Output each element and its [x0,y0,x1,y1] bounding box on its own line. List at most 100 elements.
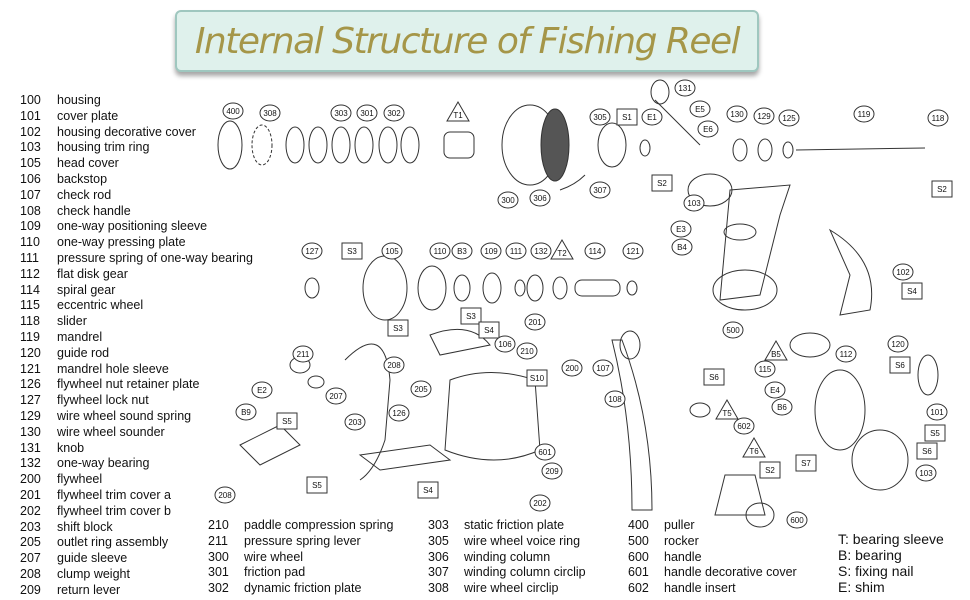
callout-105: 105 [381,242,403,260]
part-number: 207 [20,551,41,566]
callout-301: 301 [356,104,378,122]
callout-label: S2 [937,185,947,194]
part-number: 306 [428,549,449,564]
part-500-drawing [611,339,653,511]
callout-s5: S5 [924,424,946,442]
callout-b3: B3 [451,242,473,260]
callout-label: 115 [759,365,772,374]
callout-303: 303 [330,104,352,122]
callout-label: 302 [387,109,401,118]
callout-label: 119 [858,110,871,119]
callout-308: 308 [259,104,281,122]
callout-b9: B9 [235,403,257,421]
part-131-drawing [650,79,670,105]
part-number: 101 [20,108,41,123]
part-307-drawing [559,174,586,191]
callout-label: 205 [414,385,428,394]
part-number: 132 [20,456,41,471]
part-name: spiral gear [57,282,116,297]
callout-110: 110 [429,242,451,260]
callout-307: 307 [589,181,611,199]
callout-label: 120 [891,340,905,349]
part-number: 106 [20,171,41,186]
callout-label: S10 [530,374,545,383]
part-number: 112 [20,266,40,281]
part-number: 129 [20,408,41,423]
callout-label: E6 [703,125,713,134]
part-name: flywheel trim cover b [57,503,171,518]
part-name: pressure spring lever [244,533,361,548]
callout-121: 121 [622,242,644,260]
part-number: 131 [20,440,41,455]
callout-label: 108 [608,395,622,404]
part-name: knob [57,440,85,455]
callout-112: 112 [835,345,857,363]
callout-label: 106 [498,340,512,349]
callout-t5: T5 [715,399,739,420]
callout-label: 105 [385,247,399,256]
callout-label: 209 [545,467,559,476]
callout-label: 305 [593,113,607,122]
callout-label: 200 [565,364,579,373]
part-name: wire wheel circlip [464,581,559,596]
part-number: 208 [20,566,41,581]
part-number: 602 [628,581,649,596]
part-name: housing decorative cover [57,124,196,139]
callout-label: B4 [677,243,687,252]
part-number: 108 [20,203,41,218]
callout-132: 132 [530,242,552,260]
callout-s2: S2 [651,174,673,192]
callout-107: 107 [592,359,614,377]
part-number: 119 [20,329,40,344]
part-115-drawing [917,354,939,396]
part-200-drawing [444,372,541,461]
part-number: 205 [20,535,41,550]
part-number: 308 [428,581,449,596]
part-number: 302 [208,581,229,596]
callout-103: 103 [683,194,705,212]
callout-label: 306 [533,194,547,203]
callout-label: 126 [392,409,406,418]
callout-b5: B5 [764,340,788,361]
key-item: S: fixing nail [838,563,914,579]
part-name: mandrel hole sleeve [57,361,169,376]
part-number: 115 [20,298,40,313]
callout-label: S4 [907,287,917,296]
callout-label: 130 [730,110,744,119]
part-105-drawing [362,255,408,321]
part-number: 102 [20,124,41,139]
callout-111: 111 [505,242,527,260]
callout-label: 208 [387,361,401,370]
callout-118: 118 [927,109,949,127]
part-number: 202 [20,503,41,518]
part-number: 301 [208,565,229,580]
part-name: eccentric wheel [57,298,144,313]
callout-201: 201 [524,313,546,331]
callout-label: 400 [226,107,240,116]
callout-b4: B4 [671,238,693,256]
callout-202: 202 [529,494,551,512]
part-305-drawing [597,122,627,168]
part-name: wire wheel voice ring [464,533,581,548]
callout-label: T6 [749,447,759,456]
callout-label: B9 [241,408,251,417]
callout-label: 131 [678,84,692,93]
part-101-drawing [814,369,866,451]
callout-label: B5 [771,350,781,359]
callout-s2: S2 [931,180,953,198]
callout-label: 210 [520,347,534,356]
callout-s1: S1 [616,108,638,126]
